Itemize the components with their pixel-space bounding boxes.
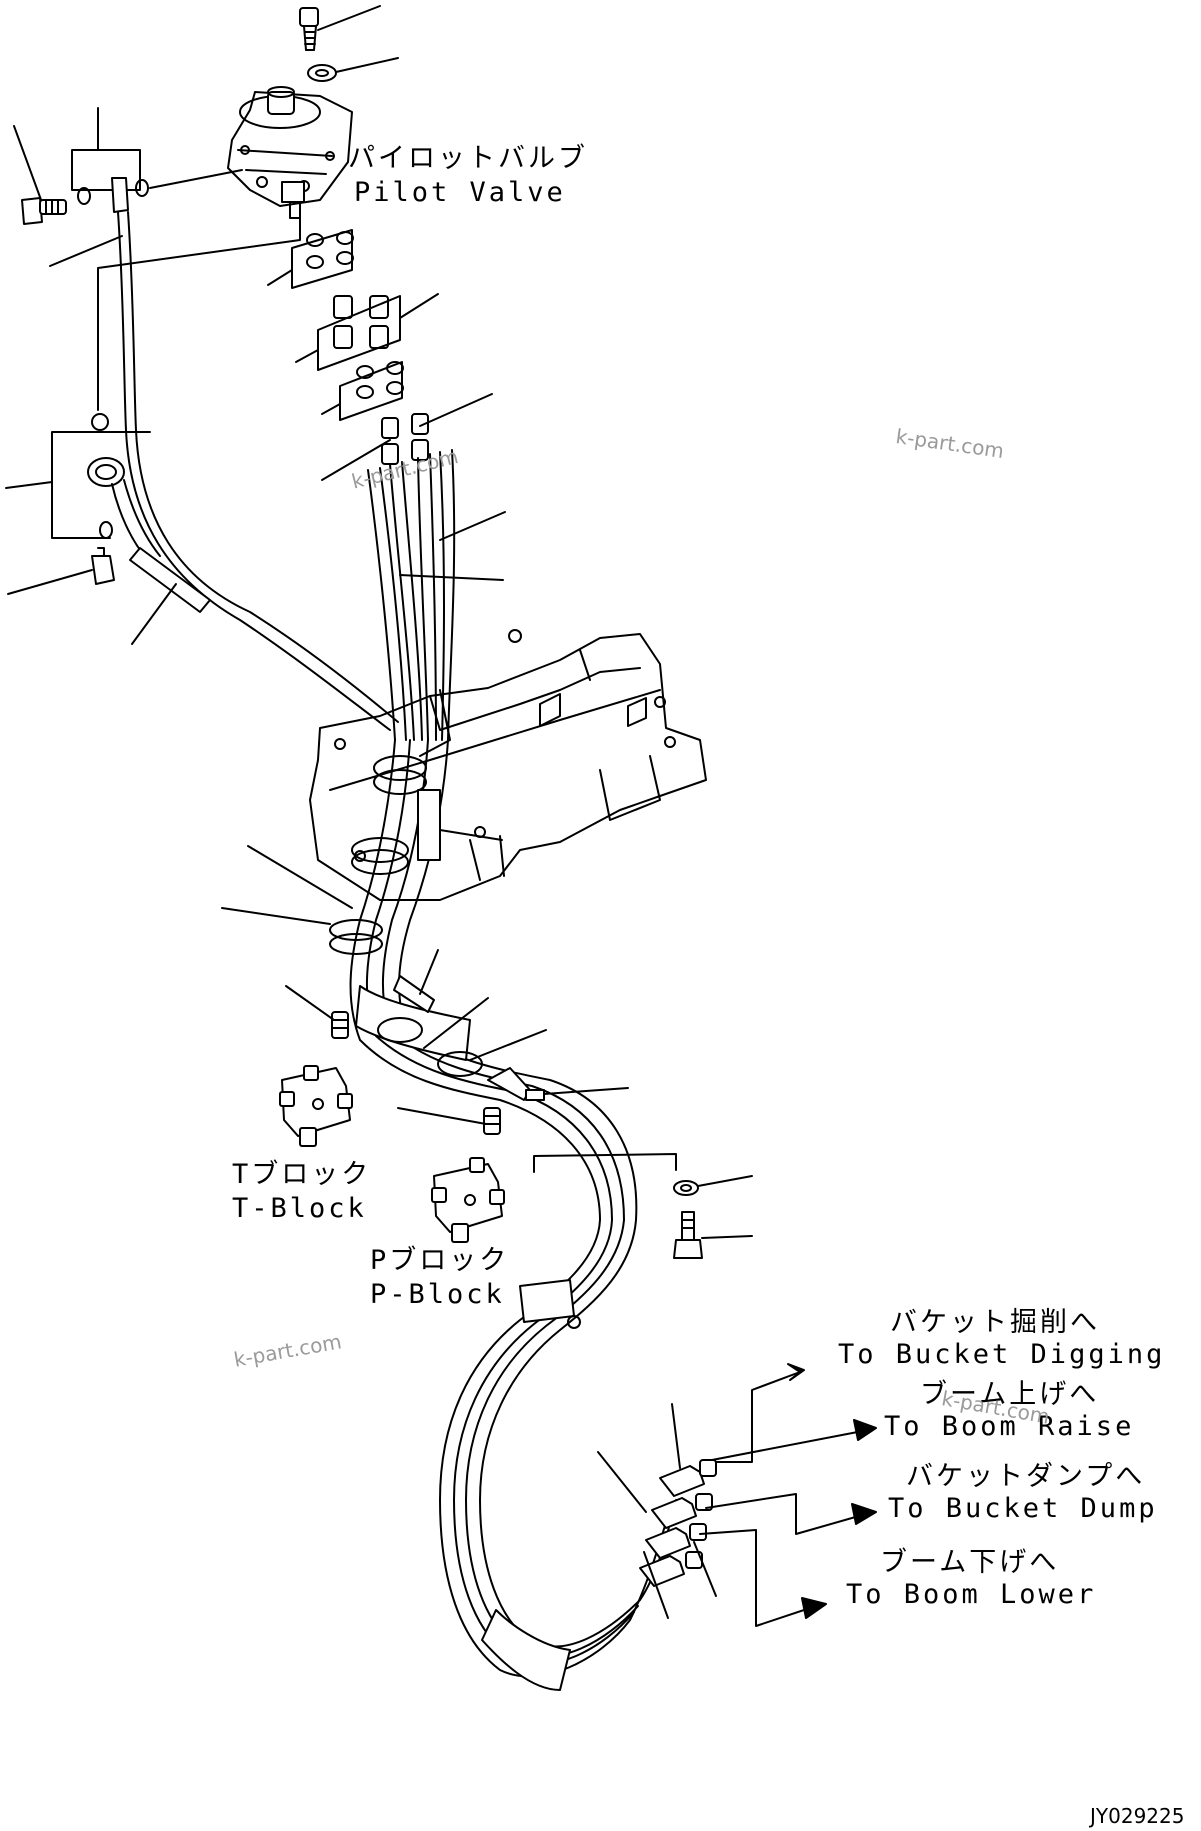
hex-bolt-icon (91, 547, 115, 585)
leader-line (321, 403, 341, 415)
p-block-label-jp: Pブロック (370, 1245, 510, 1276)
hose-elbow-icon (87, 457, 161, 561)
clamp-icon (377, 1017, 483, 1077)
leader-line (469, 1029, 547, 1061)
leader-line (295, 349, 319, 363)
leader-line (49, 235, 123, 267)
clamp-icon (373, 755, 441, 861)
leader-line (597, 1451, 647, 1513)
washer-icon (673, 1180, 699, 1196)
fitting-icon (331, 1011, 349, 1039)
leader-line (399, 574, 504, 581)
bucket-digging-label-en: To Bucket Digging (838, 1339, 1166, 1370)
leader-line (285, 985, 335, 1021)
drawing-code: JY029225 (1090, 1804, 1185, 1828)
t-block-label-jp: Tブロック (232, 1159, 372, 1190)
leader-line (5, 481, 53, 489)
washer-icon (135, 179, 149, 197)
arrow-to-boom-raise-icon (711, 1419, 877, 1461)
bucket-digging-label-jp: バケット掘削へ (890, 1307, 1100, 1338)
bucket-dump-label-en: To Bucket Dump (888, 1493, 1158, 1524)
pilot-valve-label-en: Pilot Valve (354, 177, 566, 208)
washer-icon (307, 64, 337, 82)
leader-line (317, 5, 381, 31)
leader-line (533, 1153, 677, 1173)
boom-lower-label-jp: ブーム下げへ (880, 1547, 1060, 1578)
leader-line (701, 1235, 753, 1239)
leader-line (131, 583, 177, 645)
p-block-label-en: P-Block (370, 1279, 505, 1310)
hose-end-fittings-icon (639, 1459, 717, 1587)
leader-line (267, 269, 293, 286)
hex-bolt-icon (673, 1211, 703, 1259)
protector-sleeve-icon (129, 547, 211, 613)
adapter-fittings-icon (317, 295, 401, 371)
leader-line (697, 1175, 753, 1187)
clamp-icon (519, 1279, 581, 1329)
leader-line (643, 1551, 669, 1619)
clamp-icon (481, 1609, 571, 1691)
top-bolt-icon (299, 7, 319, 51)
leader-line (399, 293, 439, 319)
leader-line (693, 1541, 717, 1597)
fitting-icon (483, 1107, 501, 1135)
leader-line (419, 949, 439, 995)
leader-line (419, 393, 493, 427)
clamp-icon (351, 837, 409, 875)
t-block-icon (279, 1065, 353, 1147)
leader-line (439, 829, 503, 841)
leader-line (439, 511, 506, 541)
leader-line (7, 569, 93, 595)
leader-line (97, 207, 301, 411)
bracket-group (51, 431, 151, 539)
o-ring-set-icon (291, 229, 354, 289)
leader-line (543, 1087, 629, 1095)
arrow-to-bucket-dump-icon (705, 1493, 877, 1535)
leader-line (671, 1403, 681, 1469)
p-block-icon (431, 1157, 505, 1243)
washer-icon (91, 413, 109, 431)
sleeve-icon (355, 975, 471, 1061)
boom-lower-label-en: To Boom Lower (846, 1579, 1097, 1610)
drain-hose-icon (111, 177, 399, 731)
washer-icon (77, 187, 91, 205)
leader-line (221, 907, 331, 925)
leader-line (247, 845, 353, 909)
console-bracket-icon (309, 629, 707, 901)
pilot-valve-icon (227, 86, 353, 219)
banjo-bolt-icon (21, 197, 67, 225)
bucket-dump-label-jp: バケットダンプへ (906, 1461, 1146, 1492)
leader-line (13, 125, 45, 209)
t-block-label-en: T-Block (232, 1193, 367, 1224)
hose-end-fittings-icon (381, 413, 429, 465)
boom-raise-label-jp: ブーム上げへ (920, 1379, 1100, 1410)
pilot-valve-label-jp: パイロットバルブ (348, 143, 588, 174)
leader-line (423, 997, 489, 1049)
leader-line (149, 169, 243, 189)
leader-line (397, 1107, 487, 1125)
arrow-to-boom-lower-icon (699, 1529, 827, 1627)
boom-raise-label-en: To Boom Raise (884, 1411, 1135, 1442)
leader-line (335, 57, 399, 73)
hose-bundle-main-icon (349, 739, 677, 1678)
leader-line (321, 439, 391, 481)
arrow-to-bucket-digging-icon (715, 1363, 805, 1463)
bracket-group (71, 107, 141, 191)
clamp-icon (329, 919, 383, 955)
o-ring-set-icon (339, 361, 404, 421)
washer-icon (99, 521, 113, 539)
